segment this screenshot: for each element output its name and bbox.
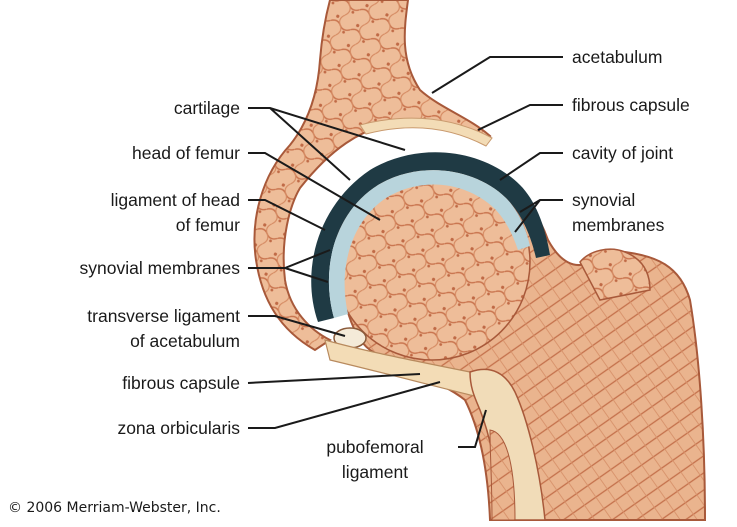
label-ligament-of-head-line1: ligament of head — [111, 189, 240, 211]
label-fibrous-capsule-top: fibrous capsule — [572, 94, 690, 116]
label-transverse-ligament-line2: of acetabulum — [130, 330, 240, 352]
label-synovial-membranes-left: synovial membranes — [80, 257, 240, 279]
copyright-notice: © 2006 Merriam-Webster, Inc. — [8, 500, 221, 516]
label-zona-orbicularis: zona orbicularis — [117, 417, 240, 439]
label-pubofemoral-line2: ligament — [300, 461, 450, 483]
label-ligament-of-head-line2: of femur — [176, 214, 240, 236]
label-acetabulum: acetabulum — [572, 46, 662, 68]
label-head-of-femur: head of femur — [132, 142, 240, 164]
label-transverse-ligament-line1: transverse ligament — [87, 305, 240, 327]
label-cavity-of-joint: cavity of joint — [572, 142, 673, 164]
leader-fibrous-capsule-bottom — [248, 374, 420, 383]
label-synovial-membranes-right-line2: membranes — [572, 214, 664, 236]
label-synovial-membranes-right-line1: synovial — [572, 189, 635, 211]
leader-acetabulum — [432, 57, 563, 93]
leader-zona-orbicularis — [248, 382, 440, 428]
leader-fibrous-capsule-top — [478, 105, 563, 130]
label-fibrous-capsule-bottom: fibrous capsule — [122, 372, 240, 394]
label-pubofemoral-line1: pubofemoral — [300, 436, 450, 458]
label-cartilage: cartilage — [174, 97, 240, 119]
